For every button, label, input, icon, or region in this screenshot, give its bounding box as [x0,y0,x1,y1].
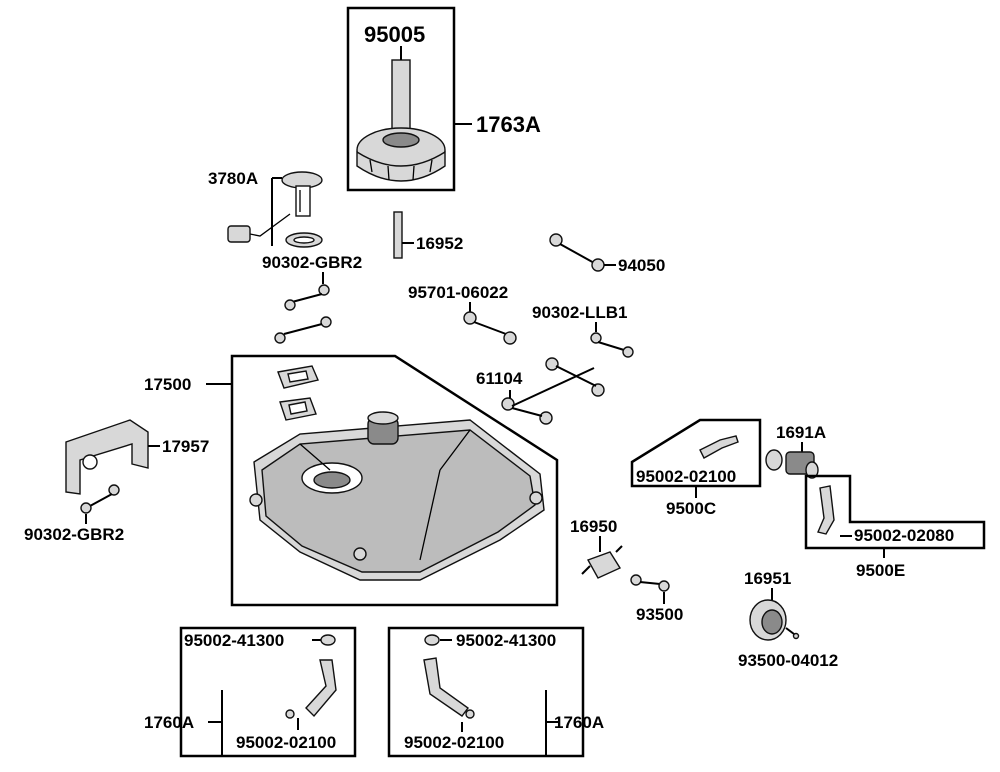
callout-93500: 93500 [636,605,683,624]
callout-61104: 61104 [476,369,523,388]
callout-17500: 17500 [144,375,191,394]
callout-93500-04012: 93500-04012 [738,651,838,670]
hose-box-9500E [804,474,986,550]
callout-9500E: 9500E [856,561,905,580]
callout-90302-GBR2-left: 90302-GBR2 [24,525,124,544]
bolts-90302-GBR2-top [274,284,332,344]
fuel-tank-box [230,354,559,607]
fuel-gauge-16951 [749,599,800,641]
callout-90302-GBR2-top: 90302-GBR2 [262,253,362,272]
fuel-pump [227,171,323,248]
callout-17957: 17957 [162,437,209,456]
bracket-17957 [65,419,149,495]
bolt-95701-06022 [463,311,517,345]
callout-3780A: 3780A [208,169,258,188]
hose-box-1760A-right [387,626,585,758]
callout-1760A-left: 1760A [144,713,194,732]
callout-1763A: 1763A [476,112,541,137]
fuel-cap [356,59,446,182]
hose-9500E [817,485,835,535]
grommets-61104 [501,357,605,425]
callout-95002-02080: 95002-02080 [854,526,954,545]
hose-box-9500C [630,418,762,488]
callout-94050: 94050 [618,256,665,275]
fuel-tank [249,411,545,581]
callout-95002-41300-left: 95002-41300 [184,631,284,650]
callout-16952: 16952 [416,234,463,253]
fuel-cock-16950 [581,545,623,579]
callout-1691A: 1691A [776,423,826,442]
gaskets [277,365,319,421]
valve-1691A [765,449,819,479]
callout-1760A-right: 1760A [554,713,604,732]
callout-16950: 16950 [570,517,617,536]
fuel-cap-box [346,6,456,192]
callout-95002-41300-right: 95002-41300 [456,631,556,650]
callout-95002-02100-right-box: 95002-02100 [404,733,504,752]
bolt-90302-LLB1 [590,332,634,358]
callout-90302-LLB1: 90302-LLB1 [532,303,627,322]
drain-bolt-16952 [393,211,403,259]
hose-9500C [699,435,739,459]
bolts-90302-GBR2-left [80,484,120,514]
callout-95701-06022: 95701-06022 [408,283,508,302]
callout-16951: 16951 [744,569,791,588]
bolt-94050 [549,233,605,272]
screw-93500 [630,574,670,592]
hose-1760A-right [423,634,475,719]
hose-box-1760A-left [179,626,357,758]
callout-95005: 95005 [364,22,425,47]
callout-9500C: 9500C [666,499,716,518]
callout-95002-02100-right: 95002-02100 [636,467,736,486]
callout-95002-02100-left: 95002-02100 [236,733,336,752]
hose-1760A-left [285,634,337,719]
